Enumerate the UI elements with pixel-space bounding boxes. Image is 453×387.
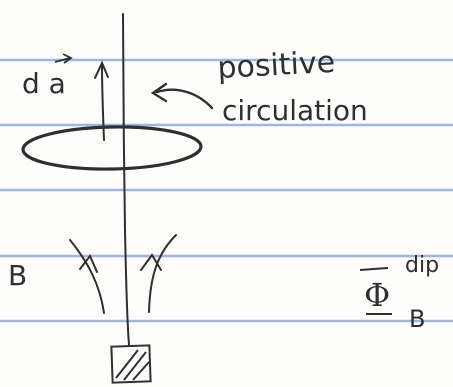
circulation-label-line1: positive: [217, 45, 336, 86]
ruled-lines: [0, 58, 453, 323]
circulation-label-line2: circulation: [222, 94, 368, 127]
vertical-axis-line: [122, 13, 130, 346]
field-label: B: [8, 259, 27, 292]
field-line-left: [69, 239, 105, 314]
area-vector-overarrow: [54, 57, 71, 63]
circulation-arrow: [150, 82, 214, 110]
flux-superscript: dip: [405, 253, 439, 278]
flux-overbar: [359, 267, 389, 271]
current-loop: [21, 125, 203, 171]
flux-subscript: B: [409, 305, 425, 333]
area-vector-overarrow-head: [62, 53, 73, 64]
flux-symbol-group: Φ dip B: [359, 253, 439, 333]
flux-symbol: Φ: [364, 276, 390, 314]
area-vector-arrow: [94, 60, 109, 141]
area-vector-label: d a: [22, 67, 66, 100]
field-line-right: [140, 234, 177, 313]
dipole-magnet: [110, 344, 152, 384]
